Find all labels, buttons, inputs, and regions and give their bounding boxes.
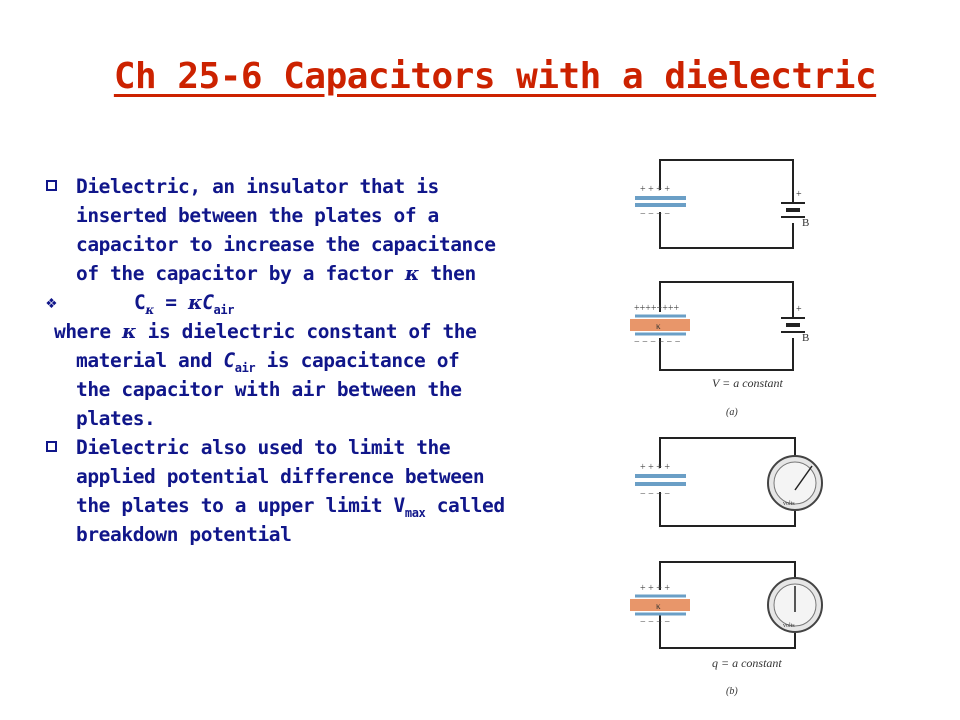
meter-needle (794, 465, 813, 491)
square-bullet-icon (46, 441, 57, 452)
text-span: of the capacitor by a factor (76, 262, 394, 285)
plus-signs: + + + + (640, 462, 670, 473)
dielectric-slab (630, 319, 690, 331)
minus-signs: − − − − (640, 489, 670, 500)
text-span: breakdown potential (76, 523, 292, 546)
text-line: capacitor to increase the capacitance (46, 230, 606, 259)
text-span: Dielectric also used to limit the (76, 436, 451, 459)
battery-plus: + (796, 304, 802, 315)
eq-equals: = (153, 291, 188, 314)
dielectric-slab (630, 599, 690, 611)
meter-label: volts (783, 623, 795, 629)
sub-air: air (234, 361, 256, 375)
text-span: inserted between the plates of a (76, 204, 439, 227)
text-span: where (54, 320, 123, 343)
text-line: the plates to a upper limit Vmax called (46, 491, 606, 520)
plus-signs: ++++++++ (634, 303, 679, 314)
eq-sub-air: air (213, 303, 235, 317)
kappa-symbol: κ (404, 262, 420, 285)
text-span: the plates to a upper limit V (76, 494, 405, 517)
figure-label-b: (b) (726, 686, 738, 697)
kappa-symbol: κ (122, 320, 137, 343)
text-span: the capacitor with air between the (76, 378, 462, 401)
plus-signs: + + + + (640, 184, 670, 195)
battery-label: B (802, 332, 809, 344)
minus-signs: − − − − (640, 617, 670, 628)
text-line: plates. (46, 404, 606, 433)
eq-sub-kappa: κ (145, 303, 154, 317)
text-line: applied potential difference between (46, 462, 606, 491)
eq-c: C (134, 291, 146, 314)
plus-signs: + + + + (640, 583, 670, 594)
sub-max: max (404, 506, 426, 520)
equation-line: ❖ Cκ = κCair (46, 288, 606, 317)
circuit-a-bottom: κ ++++++++ − − − − − − + B V = a constan… (630, 281, 809, 418)
minus-signs: − − − − (640, 209, 670, 220)
diamond-bullet-icon: ❖ (46, 292, 57, 313)
square-bullet-icon (46, 180, 57, 191)
circuit-b-top: + + + + − − − − volts (635, 437, 823, 527)
text-line: inserted between the plates of a (46, 201, 606, 230)
text-line: Dielectric, an insulator that is (76, 175, 439, 198)
text-line: material and Cair is capacitance of (46, 346, 606, 375)
eq-kappa: κ (187, 291, 203, 314)
text-span: is dielectric constant of the (136, 320, 477, 343)
text-line: the capacitor with air between the (46, 375, 606, 404)
kappa-label: κ (656, 321, 661, 331)
text-line: breakdown potential (46, 520, 606, 549)
figure-label-a: (a) (726, 407, 738, 418)
text-span: capacitor to increase the capacitance (76, 233, 496, 256)
c-symbol: C (223, 349, 235, 372)
caption-b: q = a constant (712, 656, 782, 670)
slide-body: Dielectric, an insulator that is inserte… (46, 172, 606, 549)
battery-plus: + (796, 189, 802, 200)
text-span: is capacitance of (255, 349, 460, 372)
eq-c-air: C (202, 291, 214, 314)
text-span: called (425, 494, 505, 517)
text-line: of the capacitor by a factor κ then (46, 259, 606, 288)
caption-a: V = a constant (712, 376, 784, 390)
bullet-item-dielectric: Dielectric, an insulator that is (46, 172, 606, 201)
circuit-b-bottom: κ + + + + − − − − volts q = a constant (… (630, 561, 823, 697)
circuit-a-top: + + + + − − − − + B (635, 159, 809, 249)
kappa-label: κ (656, 601, 661, 611)
battery-label: B (802, 217, 809, 229)
minus-signs: − − − − − − (634, 337, 681, 348)
text-span: plates. (76, 407, 156, 430)
text-span: material and (76, 349, 224, 372)
slide-title: Ch 25-6 Capacitors with a dielectric (113, 56, 877, 97)
text-line: where κ is dielectric constant of the (46, 317, 606, 346)
bullet-item-breakdown: Dielectric also used to limit the (46, 433, 606, 462)
meter-label: volts (783, 501, 795, 507)
text-span: applied potential difference between (76, 465, 485, 488)
text-span: then (419, 262, 476, 285)
